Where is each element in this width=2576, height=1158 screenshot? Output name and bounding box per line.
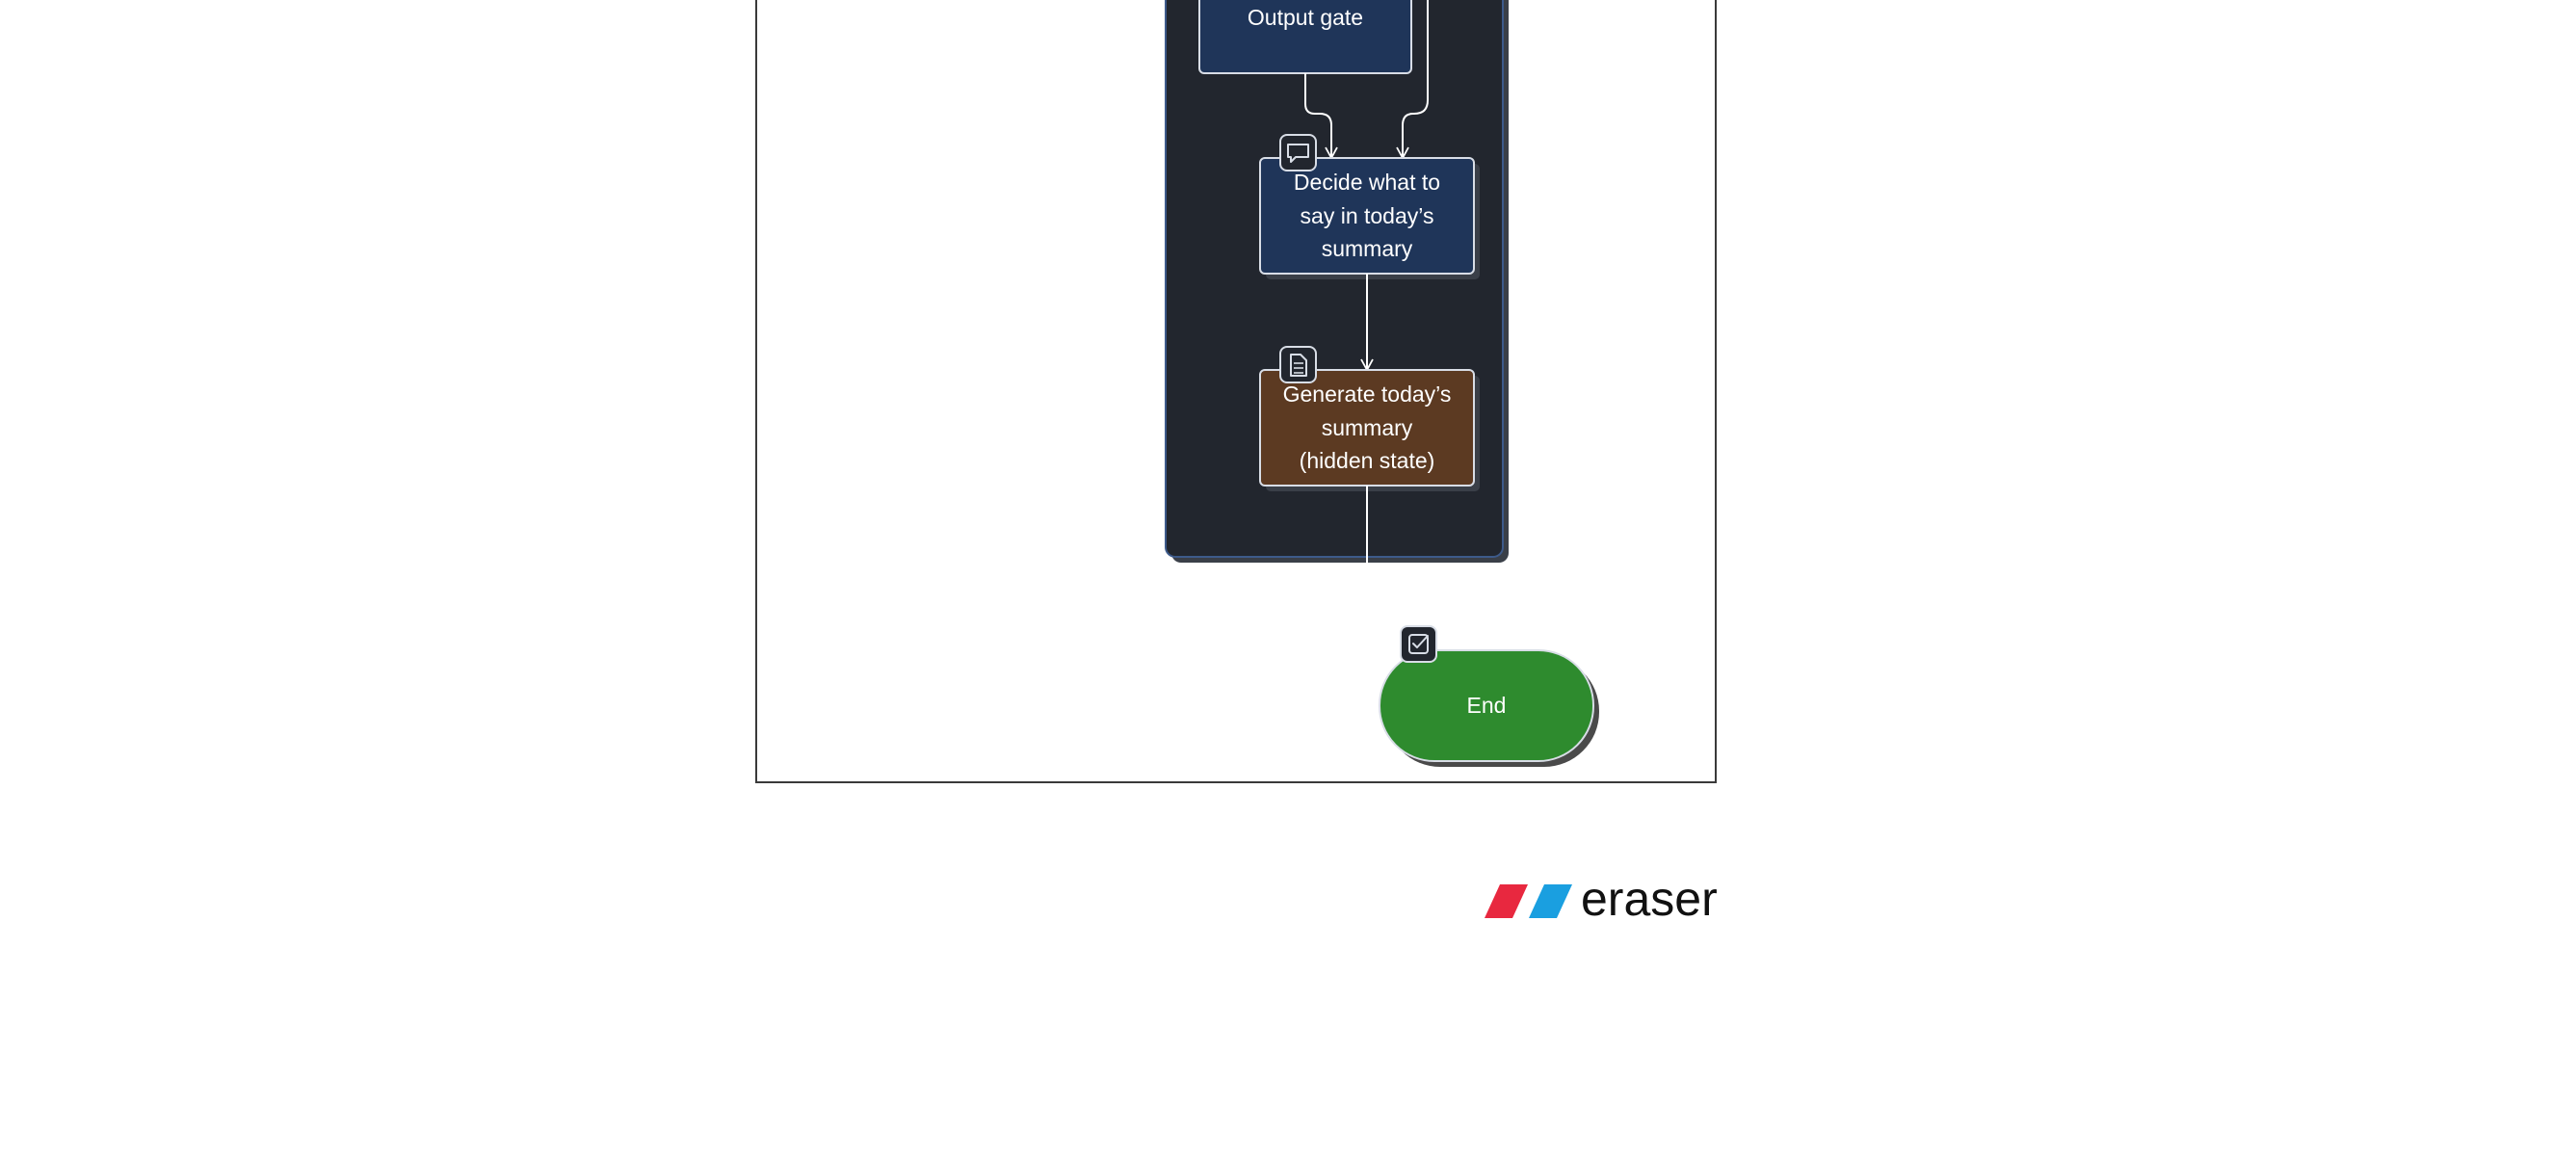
edge-incoming-to-decide (1396, 0, 1429, 160)
diagram-frame (755, 0, 1717, 783)
edge-output-gate-to-decide (1304, 73, 1338, 160)
eraser-logo: eraser (1485, 872, 1718, 926)
generate-label-line-1: Generate today’s (1283, 382, 1452, 407)
node-output-gate[interactable]: Output gate (1198, 0, 1412, 74)
end-box (1379, 649, 1594, 762)
eraser-wordmark: eraser (1581, 872, 1718, 926)
generate-label-line-2: summary (1322, 415, 1413, 440)
node-decide[interactable]: Decide what to say in today’s summary (1259, 134, 1480, 279)
decide-label-line-3: summary (1322, 236, 1413, 261)
generate-label-line-3: (hidden state) (1300, 448, 1435, 473)
eraser-logo-right-mark (1529, 884, 1572, 918)
node-end[interactable]: End (1379, 625, 1599, 767)
checkbox-icon (1400, 625, 1437, 663)
eraser-logo-left-mark (1485, 884, 1528, 918)
end-label: End (1467, 693, 1507, 718)
comment-icon (1279, 134, 1317, 171)
decide-label-line-1: Decide what to (1294, 170, 1440, 195)
document-icon (1279, 346, 1317, 383)
decide-label-line-2: say in today’s (1301, 203, 1434, 228)
output-gate-label: Output gate (1248, 5, 1363, 30)
node-generate[interactable]: Generate today’s summary (hidden state) (1259, 346, 1480, 491)
